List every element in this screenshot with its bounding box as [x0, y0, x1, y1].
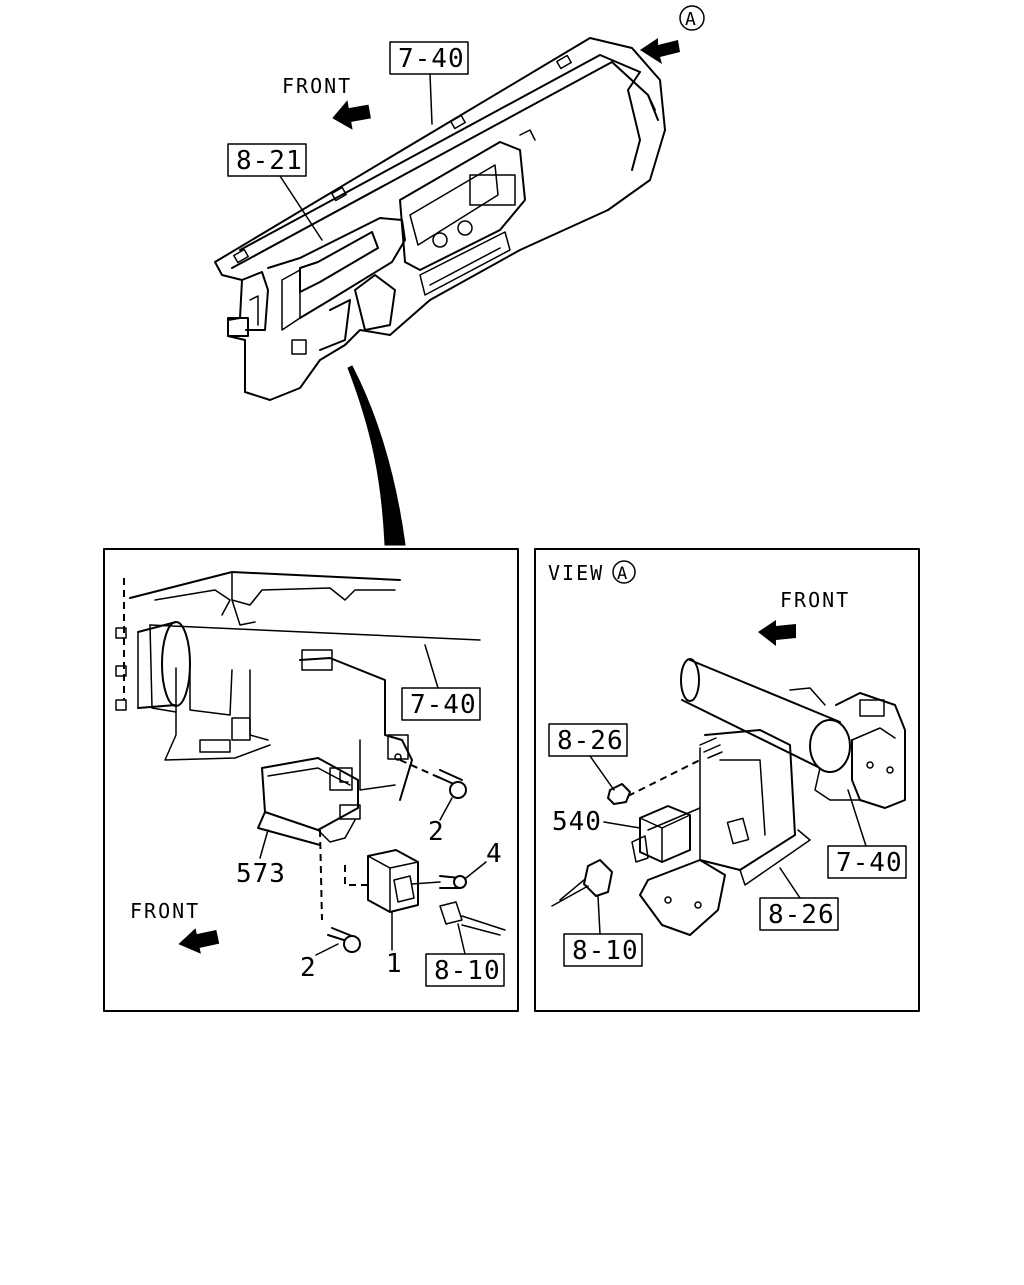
view-label-circle	[612, 560, 636, 584]
instrument-panel-drawing	[214, 37, 666, 401]
part-number-540: 540	[552, 807, 602, 837]
view-label: VIEW	[548, 561, 604, 585]
front-label-right: FRONT	[780, 588, 850, 612]
left-detail-drawing	[115, 571, 506, 953]
callout-box-right-7-40	[827, 845, 907, 879]
view-a-marker-top: A	[685, 9, 696, 30]
detail-panel-right	[534, 548, 920, 1012]
callout-box-8-21	[227, 143, 307, 177]
callout-right-8-10: 8-10	[572, 936, 639, 966]
front-label-left: FRONT	[130, 899, 200, 923]
callout-top-7-40: 7-40	[398, 44, 465, 74]
part-number-1: 1	[386, 949, 403, 979]
callout-box-right-8-26-b	[759, 897, 839, 931]
part-number-2-upper: 2	[428, 817, 445, 847]
right-detail-drawing	[551, 658, 906, 936]
callout-box-right-8-26-a	[548, 723, 628, 757]
callout-box-right-8-10	[563, 933, 643, 967]
front-label-top: FRONT	[282, 74, 352, 98]
detail-leader-swoosh	[347, 365, 406, 546]
front-arrow-right	[758, 620, 796, 646]
callout-right-8-26-a: 8-26	[557, 726, 624, 756]
callout-box-top-7-40	[389, 41, 469, 75]
callout-box-left-7-40	[401, 687, 481, 721]
callout-right-8-26-b: 8-26	[768, 900, 835, 930]
detail-panel-left	[103, 548, 519, 1012]
part-number-2-lower: 2	[300, 953, 317, 983]
callout-left-8-10: 8-10	[434, 956, 501, 986]
view-label-marker: A	[617, 564, 627, 584]
callout-right-7-40: 7-40	[836, 848, 903, 878]
view-a-arrow	[640, 38, 680, 64]
part-number-4: 4	[486, 839, 503, 869]
front-arrow-top	[332, 100, 371, 130]
view-a-marker-circle	[679, 5, 705, 31]
part-number-573: 573	[236, 859, 286, 889]
front-arrow-left	[178, 928, 220, 954]
callout-8-21: 8-21	[236, 146, 303, 176]
callout-left-7-40: 7-40	[410, 690, 477, 720]
